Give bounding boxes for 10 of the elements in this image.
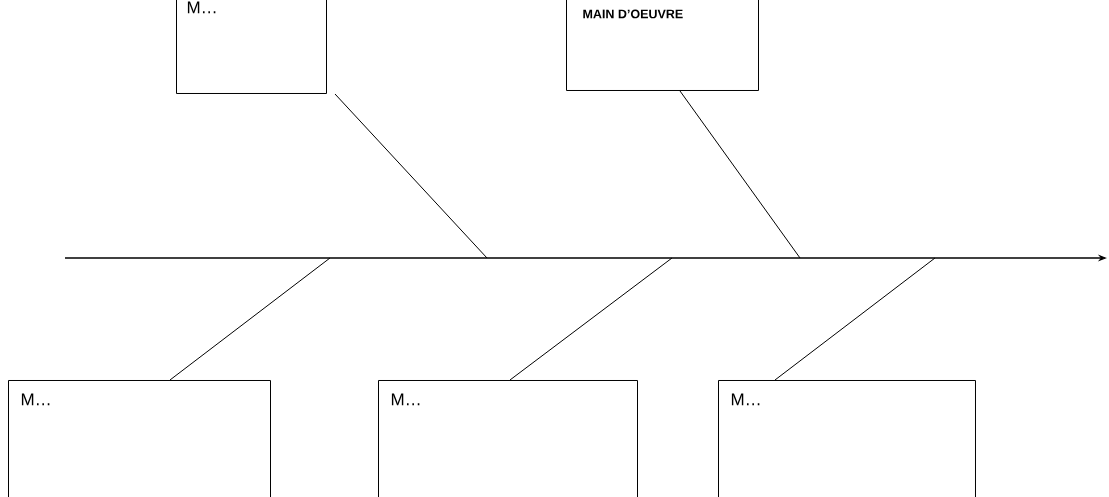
category-box: M…	[718, 380, 976, 497]
bone-line	[509, 257, 673, 381]
category-box: M…	[378, 380, 638, 497]
bone-line	[334, 93, 488, 259]
category-box: M…	[176, 0, 327, 94]
category-box: M…	[8, 380, 271, 497]
category-box: MAIN D’OEUVRE	[566, 0, 759, 91]
bone-line	[774, 257, 936, 381]
bone-line	[679, 90, 801, 259]
bone-line	[169, 257, 331, 381]
